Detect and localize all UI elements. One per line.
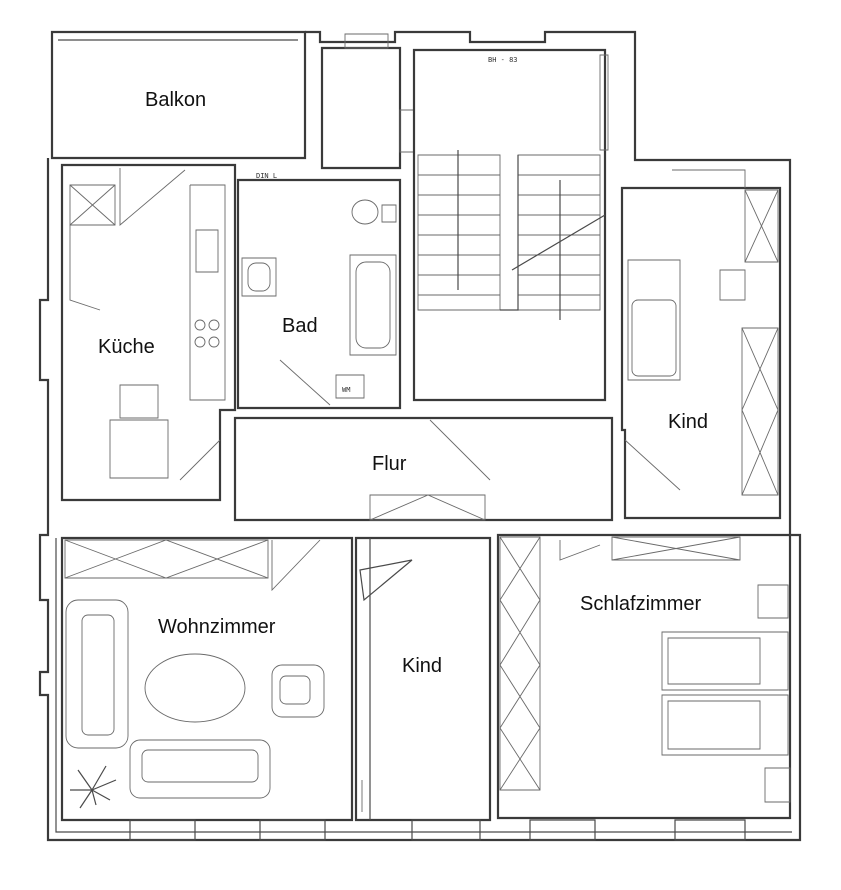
balcony-label: Balkon xyxy=(145,89,206,111)
stair-note: BH - 83 xyxy=(488,56,518,64)
bathroom-room: DIN L WM Bad xyxy=(236,172,402,410)
bedroom-label: Schlafzimmer xyxy=(580,593,701,615)
bathroom-label: Bad xyxy=(282,315,318,337)
hallway-label: Flur xyxy=(372,453,407,475)
bedroom-room: Schlafzimmer xyxy=(496,533,792,820)
child-room-bottom-label: Kind xyxy=(402,655,442,677)
child-room-top: Kind xyxy=(620,169,782,520)
storage-room xyxy=(320,33,415,170)
child-room-bottom: Kind xyxy=(354,536,492,822)
wm-label: WM xyxy=(342,386,350,394)
kitchen-label: Küche xyxy=(98,336,155,358)
windows-bottom xyxy=(129,819,746,841)
plant-icon xyxy=(70,765,117,809)
child-room-top-label: Kind xyxy=(668,411,708,433)
stair-treads xyxy=(418,174,600,296)
balcony-room: Balkon xyxy=(145,89,206,111)
hallway-room: Flur xyxy=(233,416,614,522)
living-room-label: Wohnzimmer xyxy=(158,616,276,638)
bad-note: DIN L xyxy=(256,172,277,180)
outer-walls xyxy=(38,30,802,842)
living-room: Wohnzimmer xyxy=(60,536,354,822)
stairwell: BH - 83 xyxy=(412,48,609,402)
kitchen-room: Küche xyxy=(60,163,237,502)
